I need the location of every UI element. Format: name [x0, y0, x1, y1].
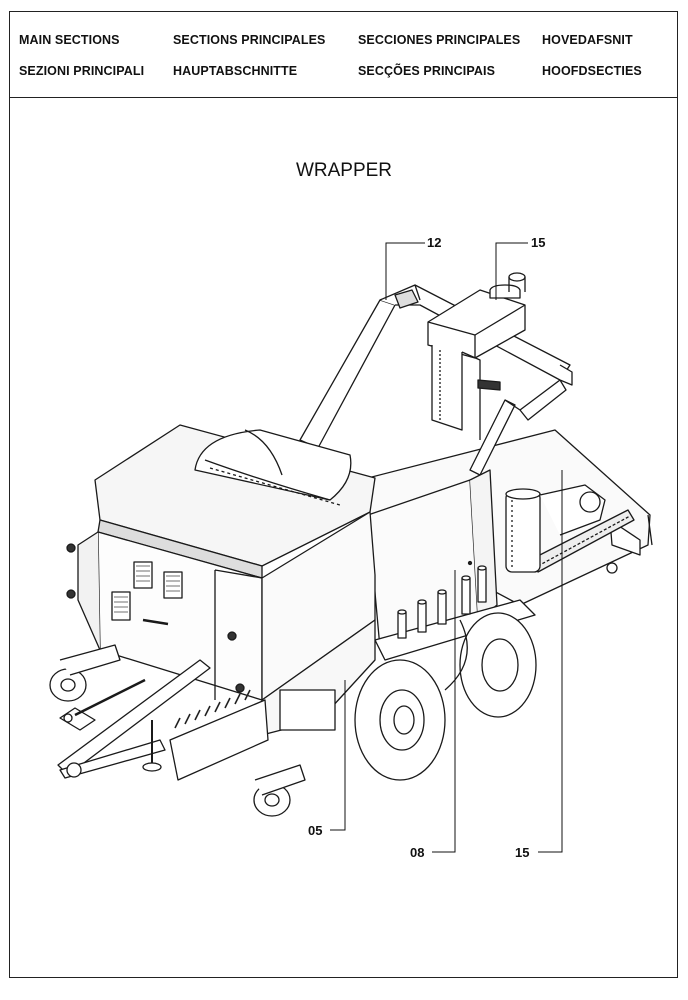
page-title: WRAPPER — [295, 160, 393, 181]
callout-08: 08 — [410, 845, 424, 860]
header-sections-principales: SECTIONS PRINCIPALES — [173, 33, 326, 47]
callout-15-bottom: 15 — [515, 845, 529, 860]
header-seccoes-principais: SECÇÕES PRINCIPAIS — [358, 64, 496, 78]
callout-05: 05 — [308, 823, 322, 838]
callout-12: 12 — [427, 235, 441, 250]
header-hovedafsnit: HOVEDAFSNIT — [542, 33, 633, 47]
page-frame: MAIN SECTIONS SECTIONS PRINCIPALES SECCI… — [9, 11, 678, 978]
header-hoofdsecties: HOOFDSECTIES — [542, 64, 642, 78]
section-header: MAIN SECTIONS SECTIONS PRINCIPALES SECCI… — [10, 12, 677, 98]
header-hauptabschnitte: HAUPTABSCHNITTE — [173, 64, 298, 78]
header-main-sections: MAIN SECTIONS — [19, 33, 120, 47]
callout-15-top: 15 — [531, 235, 545, 250]
header-secciones-principales: SECCIONES PRINCIPALES — [358, 33, 521, 47]
header-sezioni-principali: SEZIONI PRINCIPALI — [19, 64, 145, 78]
